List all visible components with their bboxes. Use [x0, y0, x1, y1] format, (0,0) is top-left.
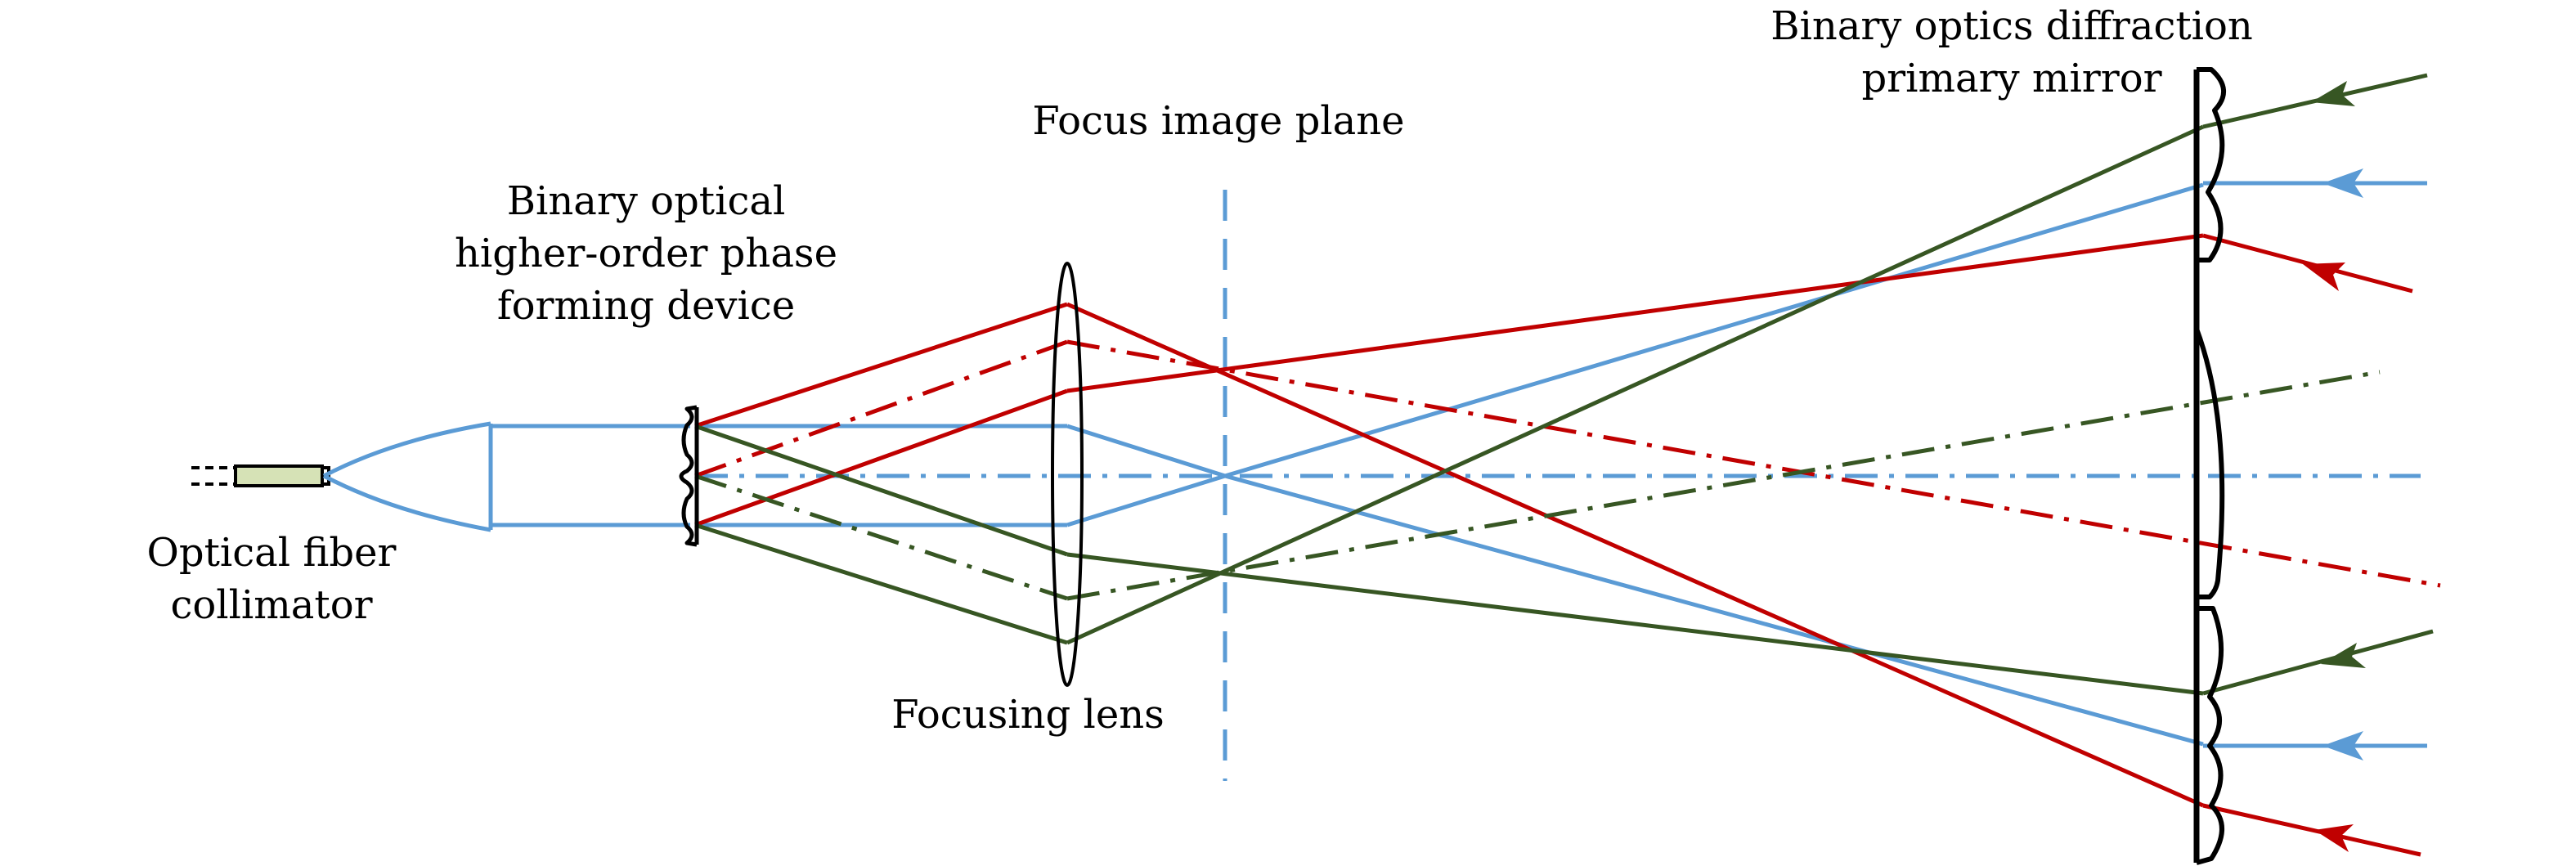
- green-ray-lens-to-mirror: [1066, 552, 2204, 696]
- blue-ray-lower-focus: [1066, 473, 1226, 527]
- binary-primary-mirror: [2193, 67, 2227, 865]
- collimated-beam: [491, 424, 690, 527]
- primary-mirror-label-line1: Binary optics diffraction: [1770, 3, 2253, 49]
- focus-image-plane-label: Focus image plane: [1032, 98, 1404, 144]
- red-ray-group: [694, 233, 2441, 857]
- mirror-diffractive-profile: [2194, 67, 2227, 865]
- green-chief-ray-back: [1066, 370, 2381, 601]
- blue-ray-group: [695, 168, 2427, 761]
- phase-device-label-line2: higher-order phase: [455, 231, 837, 276]
- green-chief-ray-front: [694, 473, 1068, 601]
- fiber-body: [234, 464, 324, 487]
- red-incoming-top: [2202, 233, 2413, 294]
- phase-device-profile: [679, 405, 698, 547]
- red-chief-ray-front: [694, 339, 1068, 478]
- green-ray-phase-to-lens-bottom: [694, 523, 1068, 645]
- primary-mirror-label-line2: primary mirror: [1861, 56, 2161, 101]
- optical-fiber-collimator: [191, 421, 493, 532]
- red-ray-phase-to-lens-mid: [694, 388, 1068, 527]
- green-arrow-top-icon: [2311, 81, 2355, 106]
- binary-phase-forming-device: [679, 405, 699, 547]
- green-ray-group: [694, 73, 2434, 696]
- green-ray-lens-through-focus: [1066, 124, 2205, 645]
- green-arrow-bottom-icon: [2321, 643, 2366, 668]
- text-labels: Optical fiber collimator Binary optical …: [147, 3, 2253, 738]
- phase-device-label-line3: forming device: [497, 283, 795, 329]
- red-ray-phase-to-lens-top: [694, 302, 1068, 429]
- focusing-lens-label: Focusing lens: [891, 692, 1165, 738]
- focusing-lens: [1051, 262, 1084, 687]
- blue-arrow-top-icon: [2322, 168, 2363, 198]
- blue-ray-upper-focus: [1066, 424, 1226, 478]
- blue-ray-to-mirror-bottom: [1224, 473, 2204, 747]
- green-incoming-bottom: [2202, 629, 2434, 696]
- collimator-beam-lower: [322, 473, 491, 532]
- red-ray-lens-through-focus: [1066, 302, 2205, 808]
- red-incoming-bottom: [2202, 803, 2421, 857]
- phase-device-label-line1: Binary optical: [507, 178, 786, 224]
- red-chief-ray-back: [1066, 339, 2441, 588]
- red-ray-lens-to-mirror: [1066, 233, 2204, 393]
- red-arrow-top-icon: [2303, 262, 2345, 291]
- green-ray-phase-to-lens-top: [694, 424, 1068, 557]
- fiber-collimator-label-line1: Optical fiber: [147, 530, 397, 576]
- blue-arrow-bottom-icon: [2322, 731, 2363, 761]
- blue-ray-to-mirror-top: [1224, 182, 2204, 478]
- collimator-beam-upper: [322, 421, 491, 478]
- red-arrow-bottom-icon: [2314, 824, 2354, 852]
- fiber-collimator-label-line2: collimator: [170, 582, 372, 628]
